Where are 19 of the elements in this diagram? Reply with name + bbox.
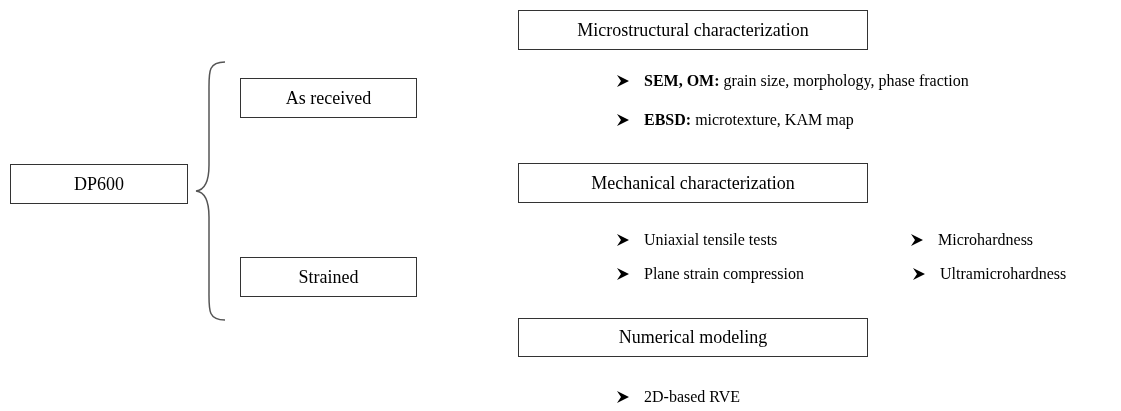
- label-box: [518, 318, 868, 357]
- box-text: As received: [285, 86, 372, 110]
- label-box: [518, 163, 868, 203]
- label-box: [240, 78, 417, 118]
- bullet-text: Microhardness: [938, 230, 1034, 250]
- label-box: [518, 10, 868, 50]
- bullet-text: 2D-based RVE: [644, 387, 741, 407]
- bullet-text: Ultramicrohardness: [940, 264, 1067, 284]
- label-box: [10, 164, 188, 204]
- box-text: Strained: [298, 265, 359, 289]
- bullet-text: Plane strain compression: [644, 264, 804, 285]
- bullet-text: SEM, OM: grain size, morphology, phase fraction: [644, 71, 969, 92]
- box-text: Microstructural characterization: [577, 18, 809, 42]
- box-text: DP600: [74, 172, 124, 196]
- label-box: [240, 257, 417, 297]
- bullet-text: Uniaxial tensile tests: [644, 230, 778, 250]
- box-text: Mechanical characterization: [591, 171, 795, 195]
- box-text: Numerical modeling: [618, 326, 768, 349]
- bullet-text: EBSD: microtexture, KAM map: [644, 110, 854, 131]
